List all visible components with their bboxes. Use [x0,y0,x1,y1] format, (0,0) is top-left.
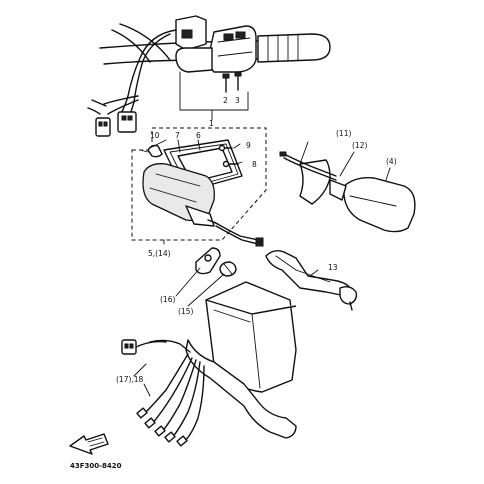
part-15 [219,261,237,277]
label-part-17-18: (17),18 [116,375,144,384]
label-part-15: (15) [178,307,193,316]
label-part-3: 3 [235,96,240,105]
part-labels: 1 2 3 (4) 5,(14) 6 7 8 9 10 (11) (12) 13… [116,96,397,384]
label-part-13: 13 [328,263,338,272]
label-part-11: (11) [336,129,351,138]
diagram-code: 43F300-8420 [70,462,122,470]
label-part-2: 2 [223,96,228,105]
label-part-10: 10 [150,131,160,140]
bracket-13 [265,249,358,311]
leader-lines-top [179,71,249,121]
label-part-1: 1 [209,119,214,128]
label-part-12: (12) [352,141,367,150]
leader-lines [133,139,391,397]
label-part-7: 7 [175,131,180,140]
label-part-9: 9 [246,141,251,150]
handlebar-switch-assembly [87,15,331,137]
label-part-16: (16) [160,295,175,304]
part-16 [195,247,221,275]
label-part-8: 8 [252,160,257,169]
forward-arrow-icon [69,433,109,455]
label-part-5-14: 5,(14) [148,249,171,258]
front-flasher-group [131,127,267,247]
rear-flasher-group [279,151,416,233]
headlight-assembly [121,281,297,447]
label-part-6: 6 [196,131,201,140]
label-part-4: (4) [386,157,397,166]
